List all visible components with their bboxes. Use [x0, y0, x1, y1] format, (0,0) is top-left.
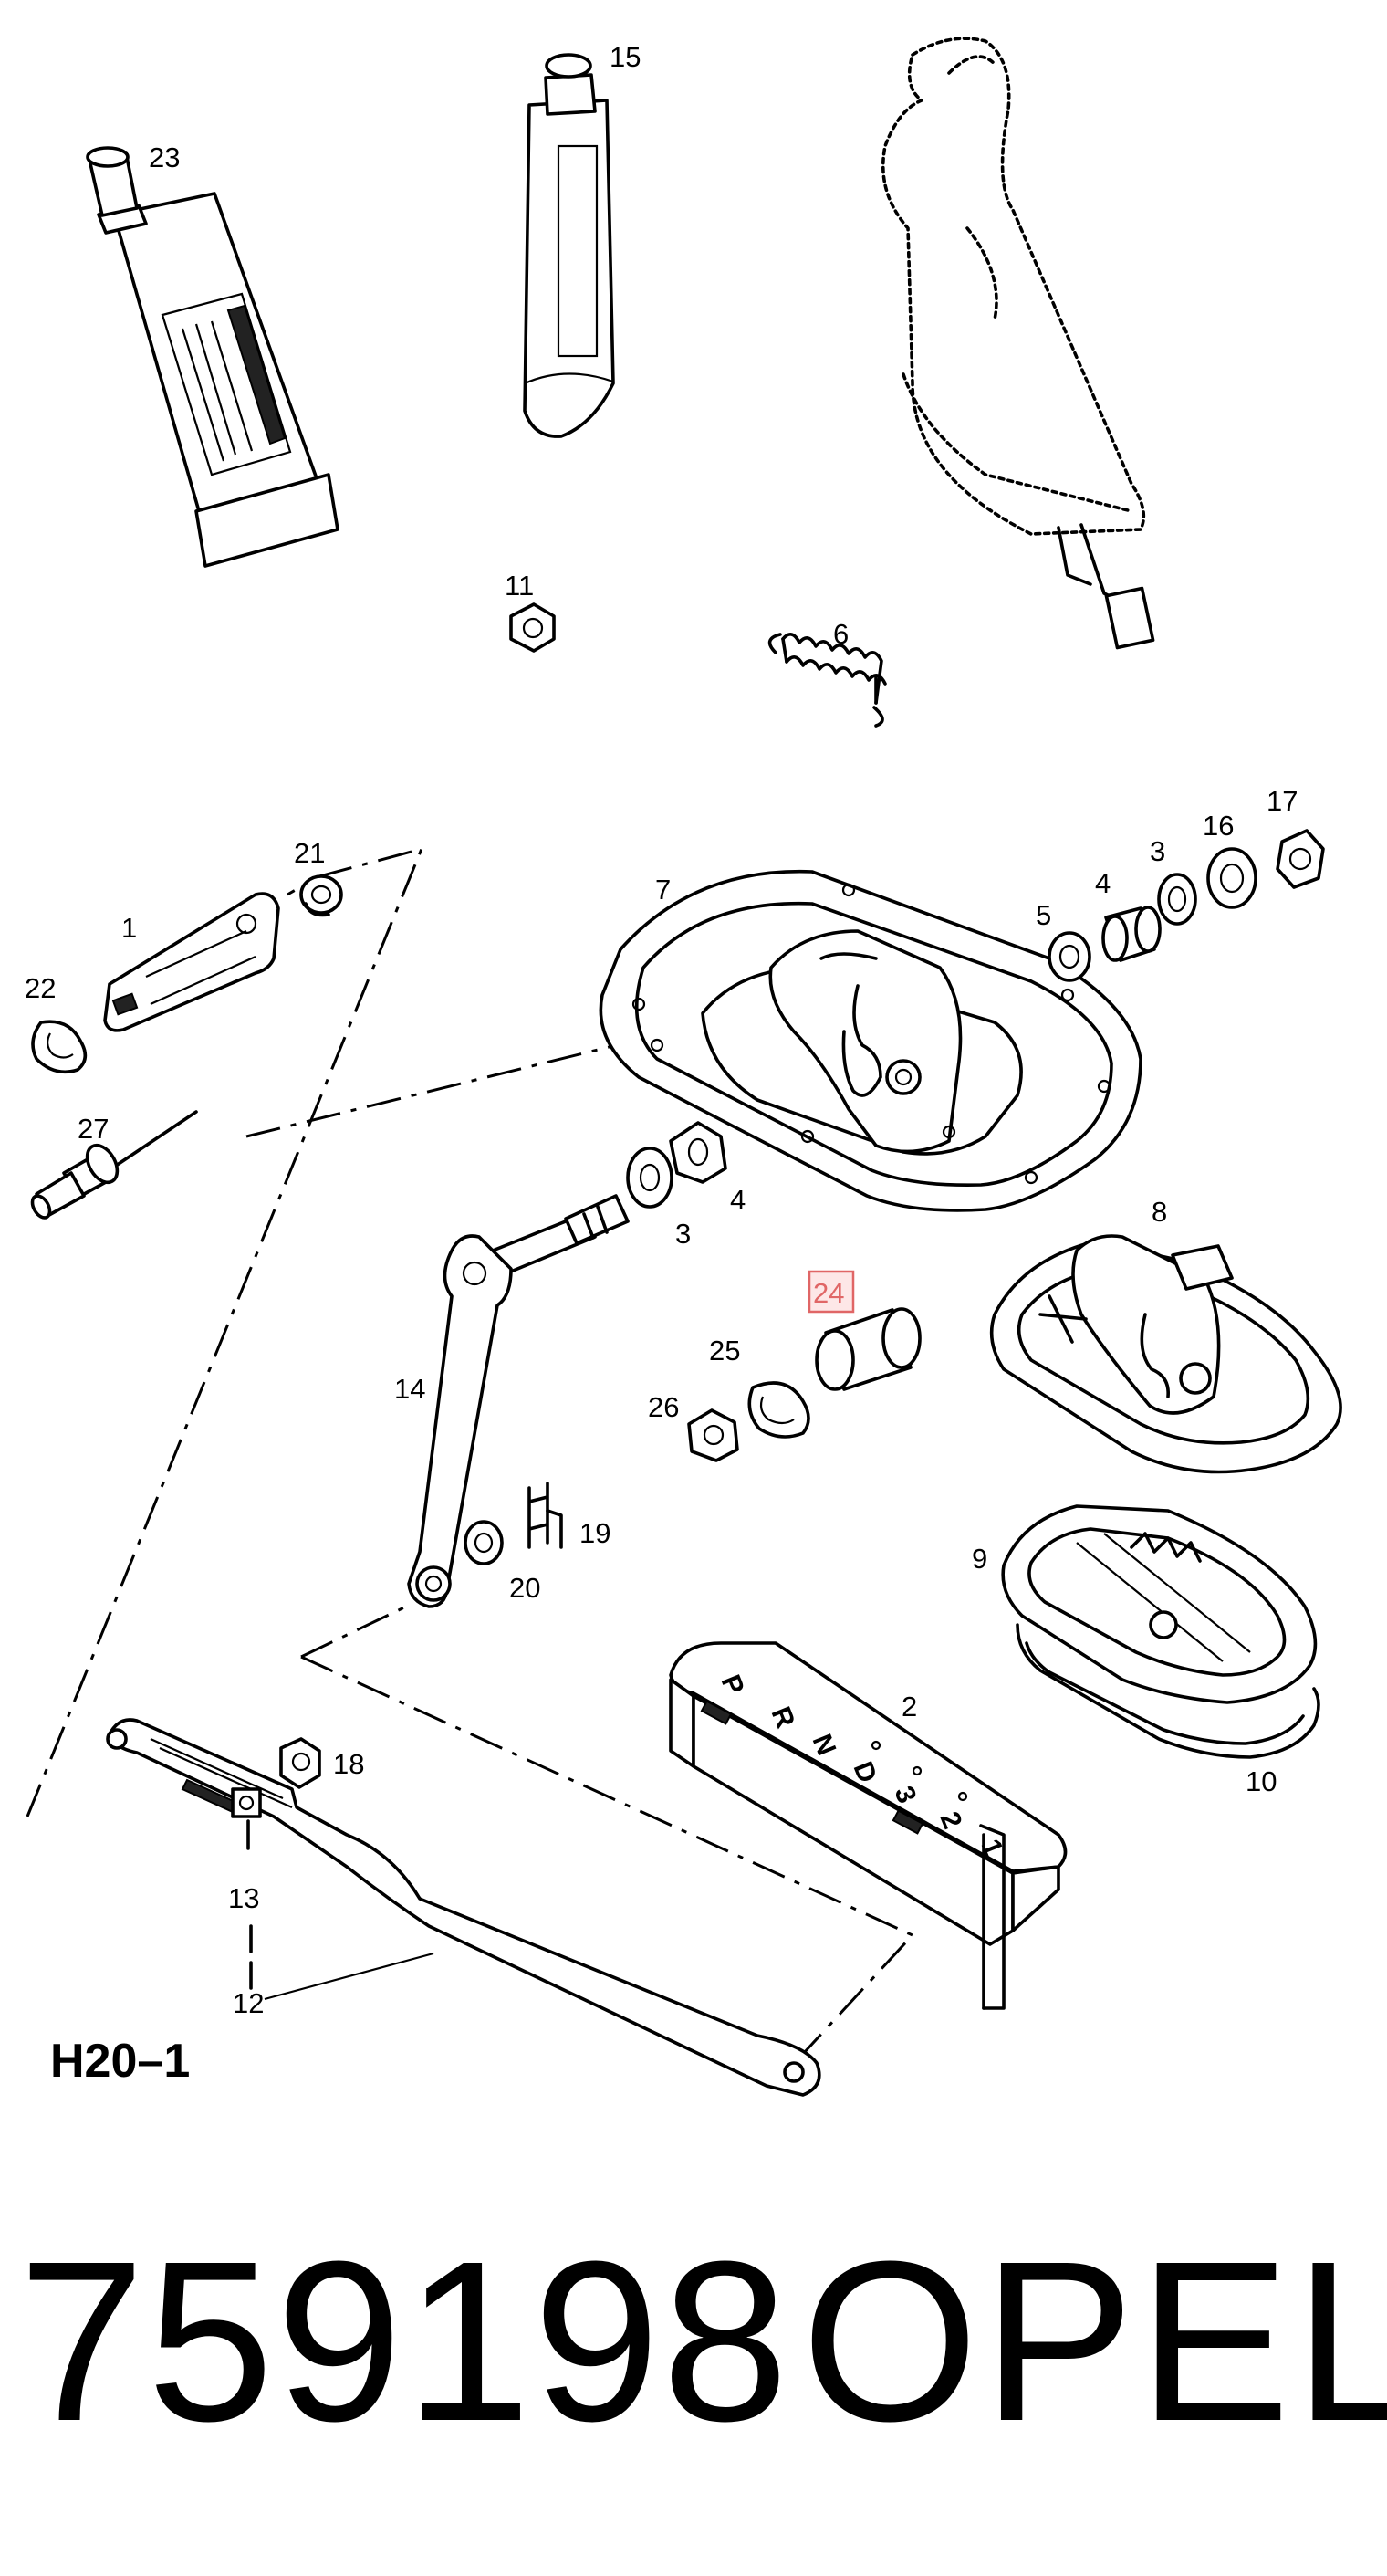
part-22-clip — [31, 1020, 88, 1074]
part-21-washer — [299, 874, 343, 917]
callout-20: 20 — [509, 1572, 540, 1604]
part-14-selector-shaft-lever — [407, 1194, 630, 1608]
part-26-nut — [687, 1408, 739, 1462]
part-3-washer-mid — [626, 1147, 673, 1209]
part-4-bushing-upper — [1101, 906, 1162, 962]
callout-14: 14 — [394, 1373, 425, 1405]
callout-22: 22 — [25, 972, 56, 1004]
callout-17: 17 — [1267, 785, 1298, 817]
callout-2: 2 — [902, 1691, 917, 1723]
part-number: 759198 — [18, 2214, 791, 2468]
part-18-nut — [279, 1737, 321, 1789]
callout-8: 8 — [1152, 1196, 1167, 1228]
callout-3-upper: 3 — [1150, 835, 1165, 867]
part-23-grease-tube — [86, 146, 339, 568]
callout-12: 12 — [233, 1987, 264, 2019]
part-2-indicator-cover: P R N D 3 2 1 — [669, 1641, 1068, 2010]
callout-4-upper: 4 — [1095, 867, 1111, 899]
leader-lines — [264, 1952, 434, 2001]
part-1-bracket — [103, 892, 280, 1032]
part-8-housing — [989, 1234, 1342, 1474]
gear-lever-boot — [881, 37, 1155, 650]
callout-19: 19 — [579, 1517, 610, 1549]
part-7-housing-plate — [599, 869, 1142, 1212]
callout-24-highlight — [808, 1270, 855, 1314]
part-16-washer — [1206, 847, 1257, 909]
callout-23: 23 — [149, 141, 180, 173]
callout-7: 7 — [655, 874, 671, 906]
part-9-inner-plate — [1001, 1504, 1318, 1704]
callout-labels: 23 15 11 6 21 1 22 27 7 5 4 3 16 17 4 3 … — [25, 41, 1298, 2019]
part-25-clip — [747, 1381, 810, 1439]
part-13-bolt — [231, 1787, 262, 2001]
callout-24: 24 — [813, 1277, 844, 1309]
part-15-grease-tube — [523, 53, 615, 438]
part-10-gasket — [1016, 1623, 1320, 1759]
callout-3-mid: 3 — [675, 1218, 691, 1250]
callout-25: 25 — [709, 1335, 740, 1367]
part-24-bushing — [815, 1307, 922, 1391]
part-3-washer-upper — [1157, 873, 1197, 926]
part-11-nut — [509, 602, 556, 653]
part-20-washer — [464, 1520, 504, 1565]
callout-18: 18 — [333, 1748, 364, 1780]
callout-27: 27 — [78, 1113, 109, 1145]
part-27-rivet — [30, 1110, 198, 1220]
part-4-nut-mid — [669, 1121, 727, 1184]
part-6-spring — [767, 633, 887, 728]
callout-4-mid: 4 — [730, 1184, 746, 1216]
callout-15: 15 — [610, 41, 641, 73]
part-17-nut — [1276, 829, 1325, 889]
callout-1: 1 — [121, 912, 137, 944]
sheet-id: H20–1 — [50, 2035, 191, 2088]
part-5-washer — [1048, 931, 1091, 982]
callout-11: 11 — [505, 570, 534, 602]
callout-13: 13 — [228, 1882, 259, 1914]
part-19-clip — [527, 1482, 563, 1549]
callout-6: 6 — [833, 618, 849, 650]
callout-21: 21 — [294, 837, 325, 869]
callout-5: 5 — [1036, 899, 1051, 931]
callout-26: 26 — [648, 1391, 679, 1423]
brand-name: OPEL — [801, 2214, 1387, 2468]
callout-16: 16 — [1203, 810, 1234, 842]
callout-10: 10 — [1246, 1765, 1277, 1797]
callout-9: 9 — [972, 1543, 987, 1575]
